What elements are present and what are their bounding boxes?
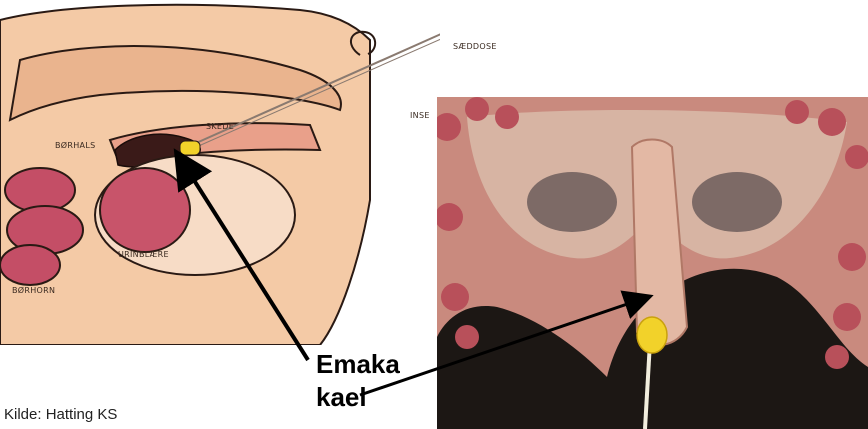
dark-region-right (692, 172, 782, 232)
label-inse: INSE (410, 111, 430, 120)
dissection-photo (437, 97, 868, 429)
label-saeddose: SÆDDOSE (453, 42, 497, 51)
label-borhals: BØRHALS (55, 141, 95, 150)
dark-region-left (527, 172, 617, 232)
catheter-tip (180, 141, 200, 155)
label-borhorn: BØRHORN (12, 286, 55, 295)
label-skede: SKEDE (206, 122, 234, 131)
callout-line2: kael (316, 384, 367, 410)
photo-catheter-tip (637, 317, 667, 353)
callout-line1: Emaka (316, 351, 400, 377)
anatomy-illustration (0, 0, 440, 345)
bladder-inner (100, 168, 190, 252)
label-urinblaere: URINBLÆRE (118, 250, 169, 259)
source-credit: Kilde: Hatting KS (4, 406, 117, 423)
